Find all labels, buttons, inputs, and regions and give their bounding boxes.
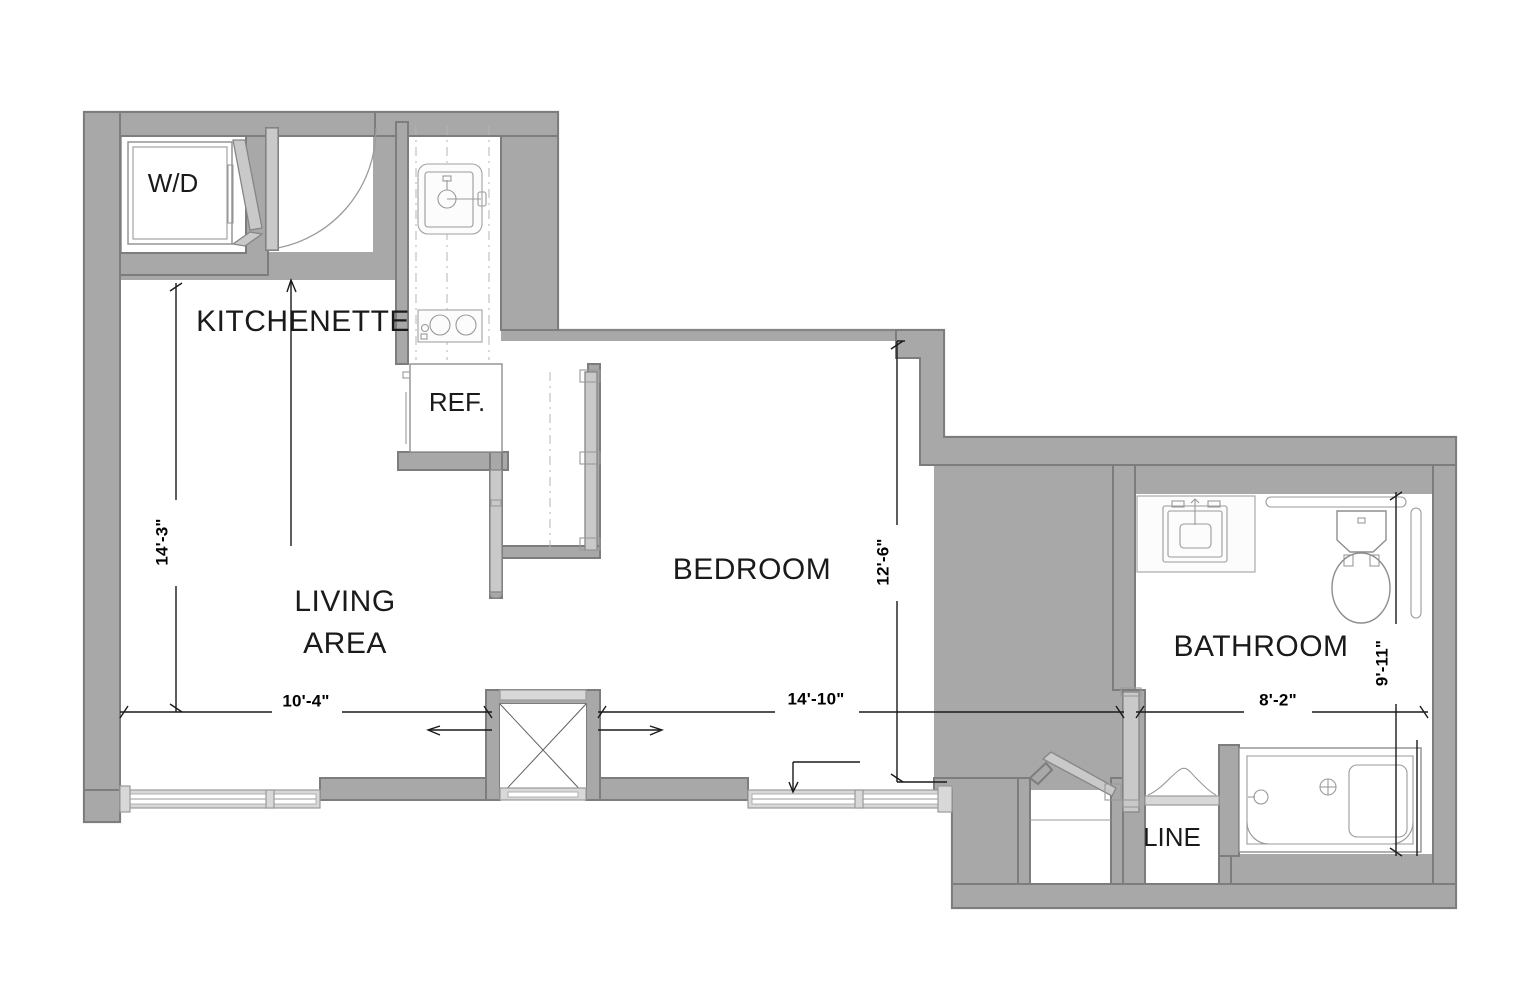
dim-bathroom-width: 8'-2" [1135,690,1429,719]
refrigerator-label: REF. [429,387,485,417]
dim-bedroom-depth-label: 12'-6" [873,538,892,585]
room-label-group: KITCHENETTE LIVING AREA BEDROOM BATHROOM [196,305,1348,663]
dim-living-depth: 14'-3" [150,282,183,713]
dim-living-width-label: 10'-4" [282,691,329,710]
structural-column [485,689,601,801]
dim-bedroom-width: 14'-10" [597,689,1125,719]
towel-bar [1265,496,1407,508]
washer-dryer-bifold-doors[interactable] [227,139,264,247]
right-exterior-wall [1432,464,1457,909]
washer-dryer-label: W/D [148,168,199,198]
washer-dryer-unit [127,141,233,245]
bottom-exterior-wall-bath [951,883,1457,909]
dim-bathroom-depth: 9'-11" [1370,491,1403,857]
washer-dryer-group: W/D [127,139,264,247]
left-exterior-wall [83,111,121,823]
bedroom-label: BEDROOM [673,553,832,586]
towel-bar-right-icon [1410,507,1422,619]
hall-closet-wall-right [1110,777,1124,885]
living-area-label-line2: AREA [303,627,387,660]
tub-surround-wall [1218,744,1240,857]
bathtub-shower [1238,747,1422,853]
dim-living-width: 10'-4" [119,690,493,719]
hall-closet-floor [1030,790,1123,883]
bathroom-fixtures [1120,495,1422,853]
entry-vestibule-floor [268,122,373,252]
kitchen-left-wall [395,121,409,365]
toilet [1331,510,1391,624]
dim-living-depth-label: 14'-3" [152,518,171,565]
kitchen-sink [417,163,487,235]
living-area-label-line1: LIVING [294,585,395,618]
hall-closet-wall-left [1017,777,1031,885]
linen-closet-label: LINE [1143,822,1201,852]
dim-bathroom-width-label: 8'-2" [1259,690,1297,709]
linen-closet-floor [1135,798,1219,883]
vanity-sink [1136,495,1256,573]
tub-drain-icon [1319,778,1337,796]
bathroom-door[interactable] [1120,687,1142,813]
refrigerator [402,363,503,453]
top-wall-left [84,111,376,137]
entry-door[interactable] [265,127,377,251]
living-bottom-wall-return [83,789,121,823]
bathroom-left-wall [1112,464,1136,691]
leader-line-group [286,278,1418,856]
dimension-group: 14'-3" 10'-4" 12'-6" [119,282,1429,857]
dim-bedroom-width-label: 14'-10" [788,689,845,708]
linen-closet: LINE [1143,767,1220,852]
bathroom-label: BATHROOM [1173,630,1348,663]
bedroom-window[interactable] [747,785,953,813]
dim-bedroom-depth: 12'-6" [870,340,947,783]
bedroom-step-wall [895,329,1457,466]
dim-bathroom-depth-label: 9'-11" [1372,640,1391,686]
cooktop [417,309,483,343]
kitchenette-group: REF. [402,126,503,453]
kitchen-right-wall [500,135,559,331]
bottom-wall-bedroom-left [599,777,749,801]
living-window[interactable] [119,785,321,813]
bedroom-closet-door[interactable] [489,369,601,599]
bottom-wall-living-mid [319,777,491,801]
kitchenette-label: KITCHENETTE [196,305,410,338]
hall-closet-door[interactable] [1028,751,1122,821]
